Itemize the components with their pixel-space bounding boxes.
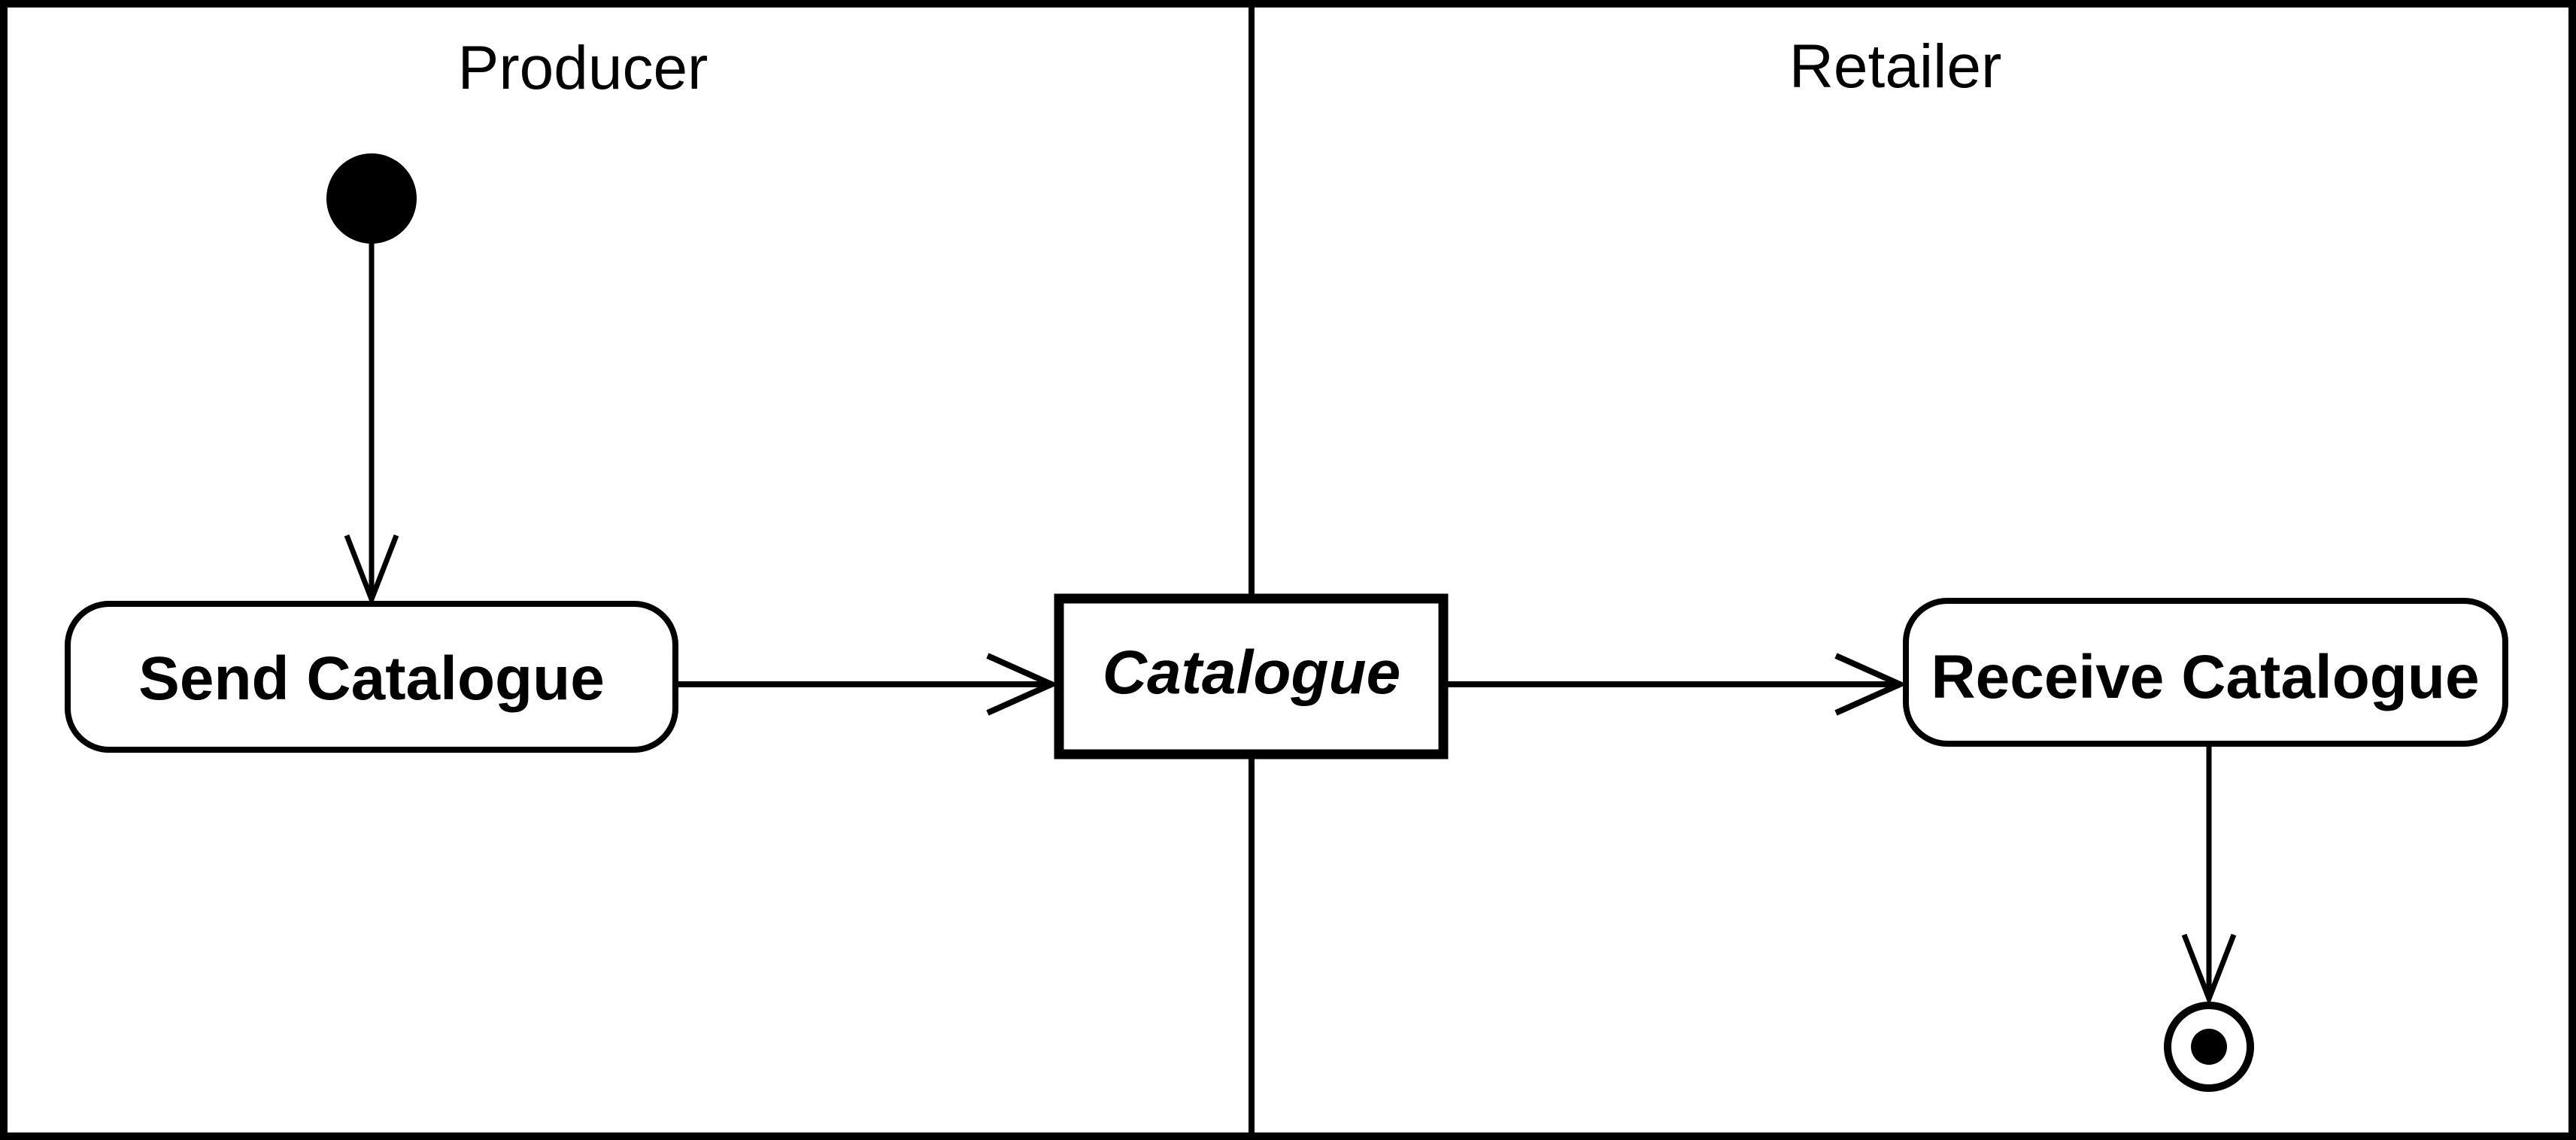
arrowhead-down-icon (344, 534, 399, 607)
arrowhead-right-icon (1834, 653, 1907, 716)
arrowhead-down-icon (2181, 933, 2237, 1006)
action-box (65, 601, 678, 753)
final-node (2164, 1002, 2254, 1092)
initial-node (326, 153, 417, 244)
lane-label-producer: Producer (458, 34, 708, 102)
object-node-catalogue: Catalogue (1054, 593, 1449, 759)
edge-initial-to-send (344, 242, 399, 607)
arrowhead-right-icon (986, 653, 1059, 716)
action-node-receive-catalogue: Receive Catalogue (1903, 598, 2508, 747)
edge-receive-to-final (2181, 744, 2237, 1006)
action-box (1903, 598, 2508, 747)
edge-send-to-catalogue (675, 653, 1059, 716)
lane-label-retailer: Retailer (1789, 32, 2002, 101)
action-node-send-catalogue: Send Catalogue (65, 601, 678, 753)
final-node-dot (2191, 1029, 2227, 1065)
action-label-send-catalogue: Send Catalogue (138, 644, 605, 713)
action-label-receive-catalogue: Receive Catalogue (1931, 643, 2479, 711)
object-box (1054, 593, 1449, 759)
object-label-catalogue: Catalogue (1103, 638, 1400, 707)
edge-catalogue-to-receive (1448, 653, 1907, 716)
